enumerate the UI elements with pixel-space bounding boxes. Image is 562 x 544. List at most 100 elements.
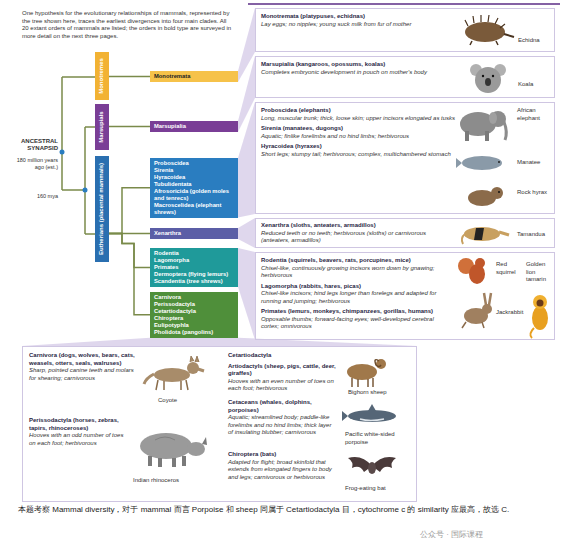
order-heading: Rodentia (squirrels, beavers, rats, porc… <box>261 257 451 265</box>
order-heading: Cetartiodactyla <box>228 352 338 360</box>
order-traits: Lay eggs; no nipples; young suck milk fr… <box>261 21 456 29</box>
order-traits: Adapted for flight; broad skinfold that … <box>228 459 338 482</box>
text-column: Pacific white-sided porpoise <box>345 431 415 446</box>
text-column: Proboscidea (elephants)Long, muscular tr… <box>261 107 456 158</box>
figure-label: Golden lion tamarin <box>526 261 554 284</box>
order-traits: Aquatic; finlike forelimbs and no hind l… <box>261 133 456 141</box>
order-heading: Marsupialia (kangaroos, opossums, koalas… <box>261 61 456 69</box>
bat-figure <box>348 457 396 474</box>
clade-bar: Marsupials <box>95 104 109 150</box>
figure-label: Coyote <box>158 397 198 405</box>
connector-fan <box>238 102 255 218</box>
order-name: Monotremata <box>154 73 234 80</box>
order-heading: Hyracoidea (hyraxes) <box>261 143 456 151</box>
text-column: Bighorn sheep <box>348 389 414 397</box>
order-name: Primates <box>154 264 234 271</box>
order-traits: Chisel-like, continuously growing inciso… <box>261 265 451 280</box>
text-column: Chiroptera (bats)Adapted for flight; bro… <box>228 451 338 481</box>
order-heading: Sirenia (manatees, dugongs) <box>261 125 456 133</box>
text-column: Monotremata (platypuses, echidnas)Lay eg… <box>261 13 456 28</box>
text-column: Frog-eating bat <box>345 485 415 493</box>
elephant-figure <box>460 111 506 141</box>
squirrel-figure <box>458 258 485 284</box>
figure-label: Bighorn sheep <box>348 389 414 397</box>
figure-label: Pacific white-sided porpoise <box>345 431 415 446</box>
order-name: Marsupialia <box>154 123 234 130</box>
clade-name: Marsupials <box>98 108 105 146</box>
order-name: Sirenia <box>154 167 234 174</box>
order-name: Pholidota (pangolins) <box>154 329 234 336</box>
node-dot <box>60 150 65 155</box>
connector-fan <box>238 248 255 340</box>
order-box: Monotremata <box>150 71 238 82</box>
order-box: Xenarthra <box>150 228 238 239</box>
order-name: Eulipotyphla <box>154 322 234 329</box>
order-box: CarnivoraPerissodactylaCetartiodactylaCh… <box>150 292 238 338</box>
order-traits: Hooves with an odd number of toes on eac… <box>29 432 124 447</box>
description-panel: Carnivora (dogs, wolves, bears, cats, we… <box>22 346 417 502</box>
caption: 本题考察 Mammal diversity，对于 mammal 而言 Porpo… <box>18 505 546 516</box>
echidna-figure <box>465 15 514 45</box>
figure-label: Indian rhinoceros <box>133 477 213 485</box>
koala-figure <box>470 64 506 93</box>
tree-branch <box>109 188 150 234</box>
figure-label: African elephant <box>517 107 555 122</box>
figure-label: Echidna <box>518 37 554 45</box>
time-label: 180 million years ago (est.) <box>10 157 58 170</box>
text-column: Red squirrel <box>496 261 524 276</box>
intro-text: One hypothesis for the evolutionary rela… <box>22 10 232 40</box>
order-traits: Hooves with an even number of toes on ea… <box>228 378 338 393</box>
order-heading: Lagomorpha (rabbits, hares, picas) <box>261 283 451 291</box>
order-name: Chiroptera <box>154 315 234 322</box>
text-column: Jackrabbit <box>496 309 526 317</box>
connector-fan <box>22 338 417 346</box>
clade-name: Eutherians (placental mammals) <box>98 160 105 258</box>
order-traits: Aquatic; streamlined body; paddle-like f… <box>228 414 338 437</box>
order-name: Carnivora <box>154 294 234 301</box>
order-name: Afrosoricida (golden moles and tenrecs) <box>154 188 234 202</box>
root-label: ANCESTRAL SYNAPSID <box>12 138 58 152</box>
description-panel: Monotremata (platypuses, echidnas)Lay eg… <box>255 8 555 52</box>
text-column: Tamandua <box>517 231 555 239</box>
node-dot <box>83 188 88 193</box>
text-column: Cetaceans (whales, dolphins, porpoises)A… <box>228 399 338 437</box>
order-heading: Xenarthra (sloths, anteaters, armadillos… <box>261 222 456 230</box>
text-column: Echidna <box>518 37 554 45</box>
order-name: Scandentia (tree shrews) <box>154 278 234 285</box>
text-column: Coyote <box>158 397 198 405</box>
text-column: Koala <box>518 81 554 89</box>
order-box: Marsupialia <box>150 121 238 132</box>
rhinoceros-figure <box>140 433 207 467</box>
order-traits: Reduced teeth or no teeth; herbivorous (… <box>261 230 456 245</box>
text-column: Carnivora (dogs, wolves, bears, cats, we… <box>29 352 137 382</box>
order-name: Hyracoidea <box>154 174 234 181</box>
order-name: Lagomorpha <box>154 257 234 264</box>
order-heading: Carnivora (dogs, wolves, bears, cats, we… <box>29 352 137 367</box>
figure-label: Koala <box>518 81 554 89</box>
order-box: ProboscideaSireniaHyracoideaTubulidentat… <box>150 158 238 218</box>
order-traits: Completes embryonic development in pouch… <box>261 69 456 77</box>
tamarin-figure <box>530 295 548 338</box>
text-column: Indian rhinoceros <box>133 477 213 485</box>
text-column: Rodentia (squirrels, beavers, rats, porc… <box>261 257 451 331</box>
figure-label: Red squirrel <box>496 261 524 276</box>
top-rule <box>248 3 560 5</box>
jackrabbit-figure <box>462 293 492 328</box>
order-heading: Primates (lemurs, monkeys, chimpanzees, … <box>261 308 451 316</box>
tree-branch <box>109 76 150 78</box>
order-heading: Perissodactyla (horses, zebras, tapirs, … <box>29 417 124 432</box>
tree-branch <box>109 233 150 267</box>
text-column: Perissodactyla (horses, zebras, tapirs, … <box>29 417 124 447</box>
figure-label: Manatee <box>517 159 555 167</box>
order-name: Proboscidea <box>154 160 234 167</box>
order-name: Tubulidentata <box>154 181 234 188</box>
order-heading: Chiroptera (bats) <box>228 451 338 459</box>
text-column: African elephant <box>517 107 555 122</box>
clade-name: Monotremes <box>98 56 105 96</box>
order-heading: Monotremata (platypuses, echidnas) <box>261 13 456 21</box>
watermark: 公众号 · 国际课程 <box>420 530 555 540</box>
order-traits: Opposable thumbs; forward-facing eyes; w… <box>261 316 451 331</box>
order-heading: Proboscidea (elephants) <box>261 107 456 115</box>
order-name: Rodentia <box>154 250 234 257</box>
